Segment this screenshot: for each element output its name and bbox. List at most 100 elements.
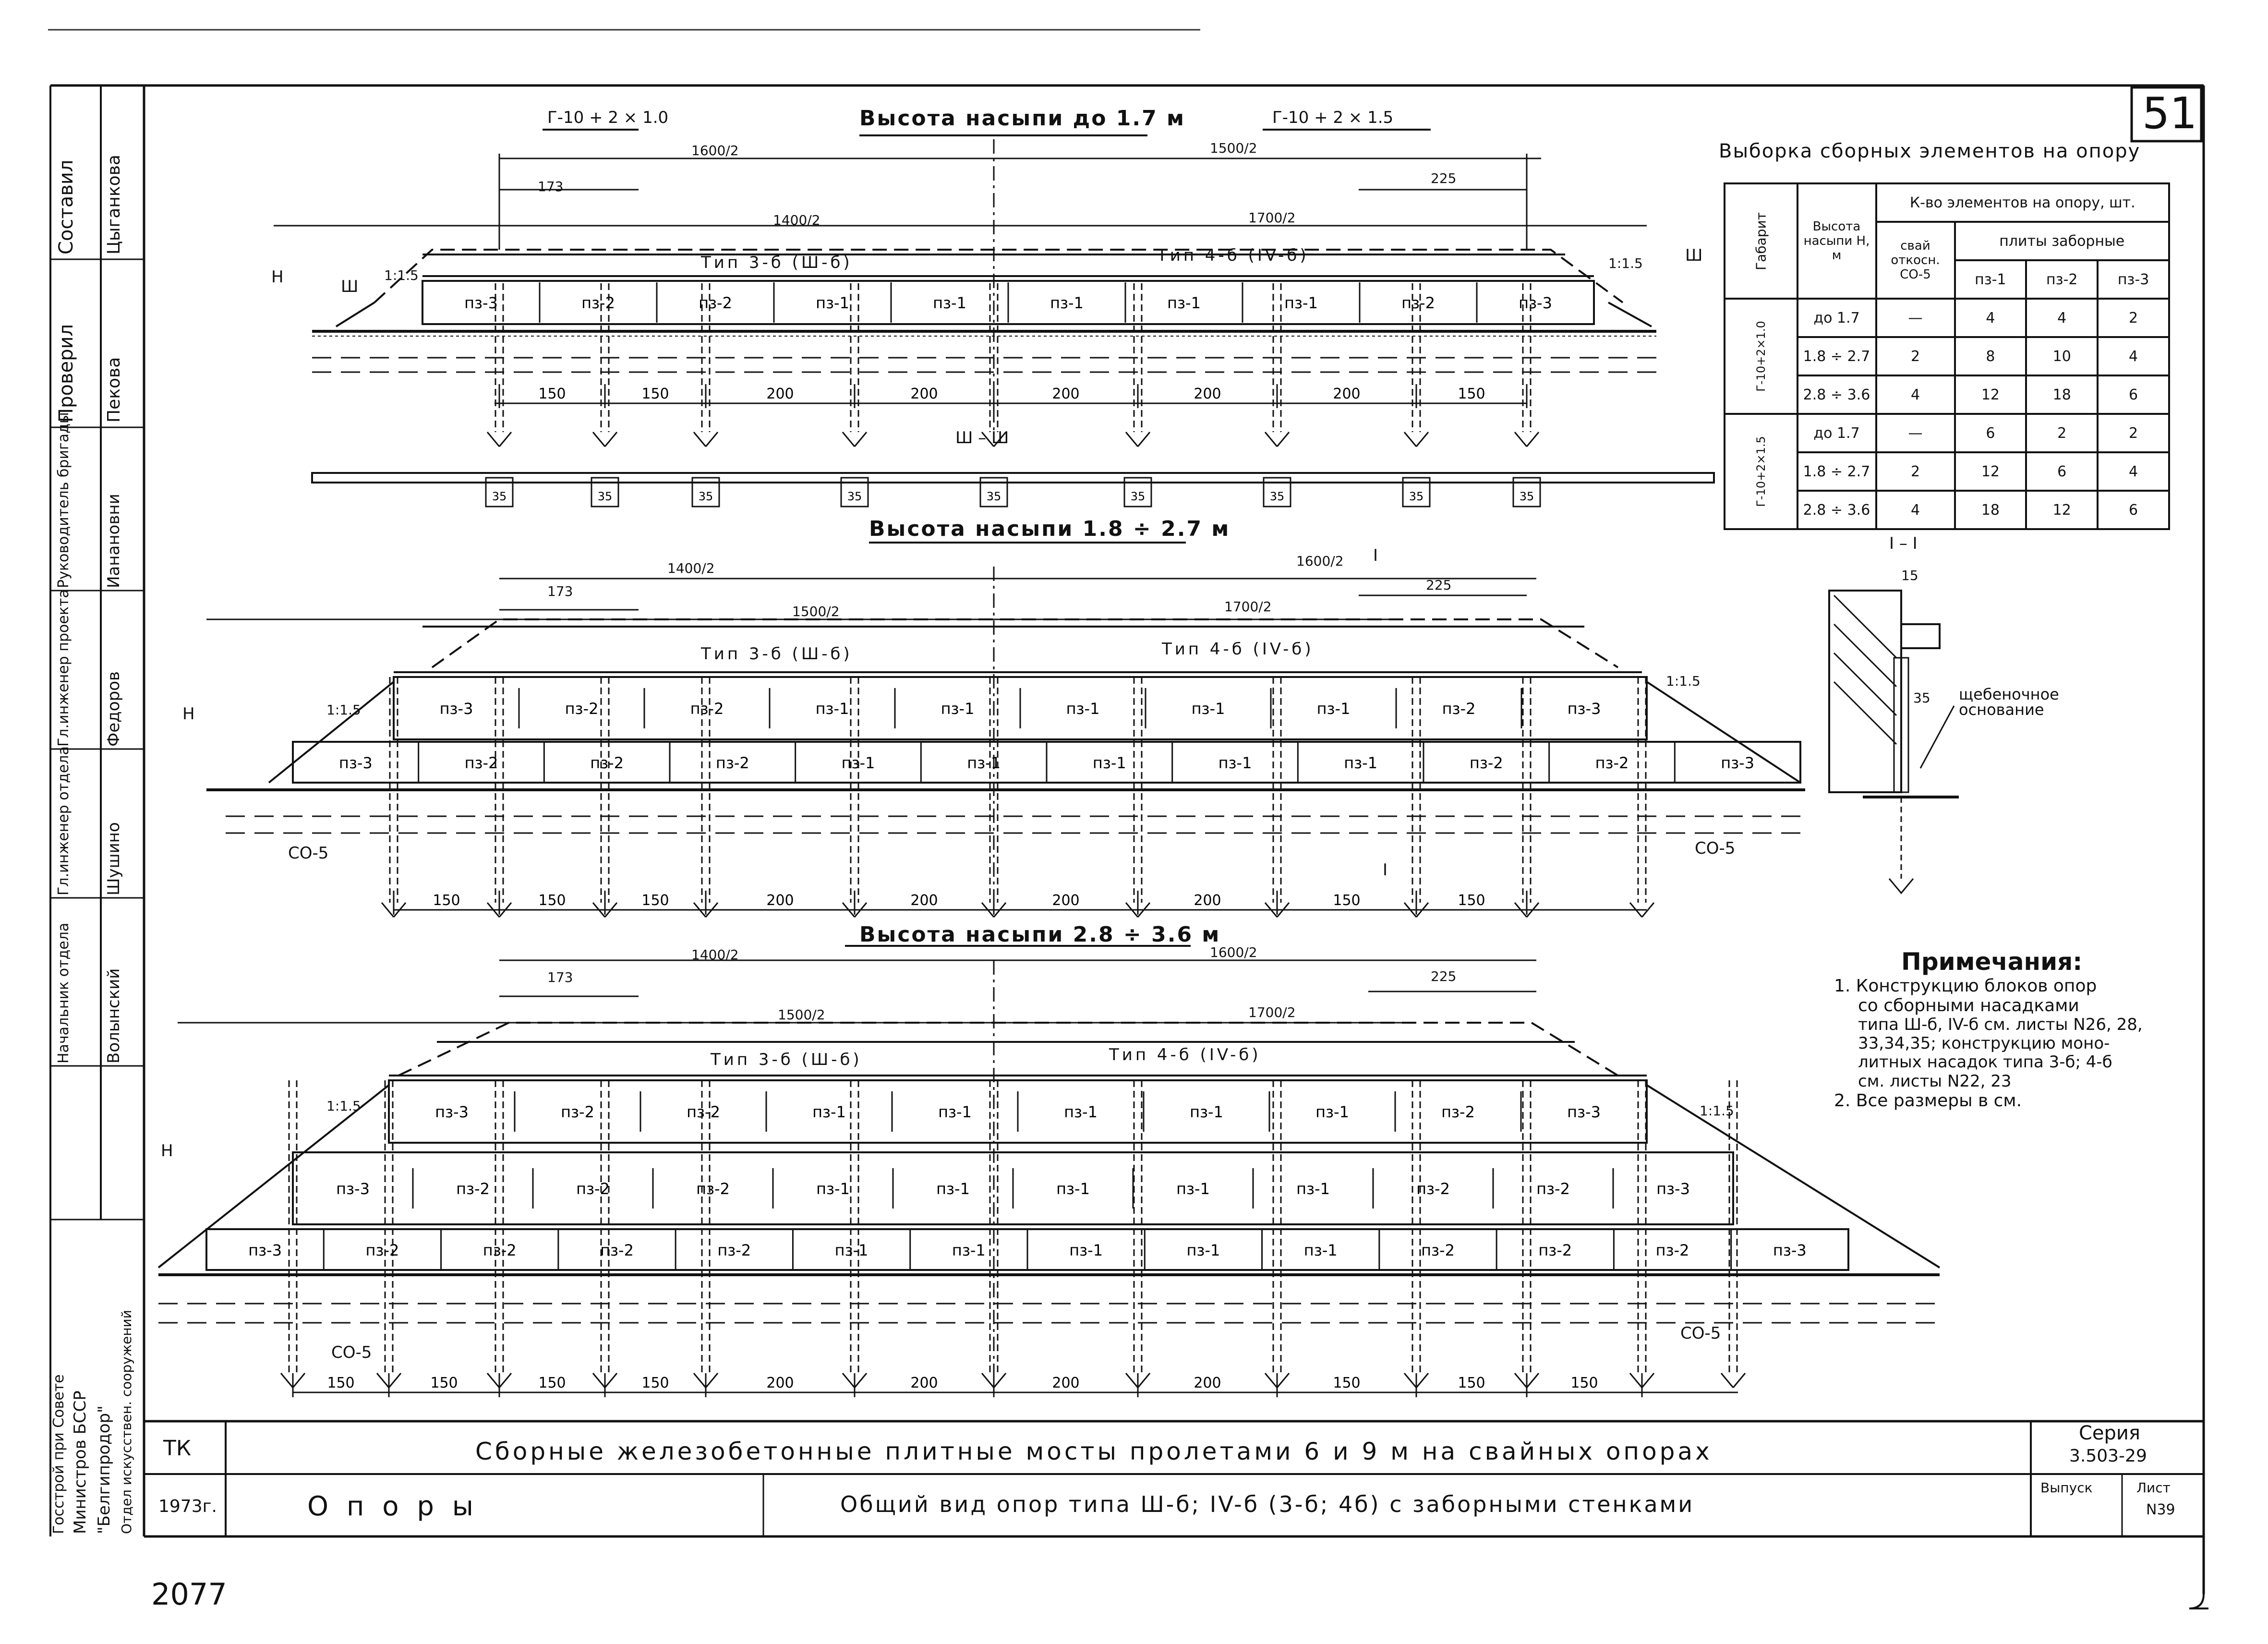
col-count-header: К-во элементов на опору, шт. (1875, 182, 2170, 223)
row-h: 2.8 ÷ 3.6 (1796, 490, 1877, 530)
detail-15: 15 (1901, 568, 1918, 583)
d1-left-half: 1600/2 (691, 143, 739, 158)
plate-label: пз-2 (576, 1180, 610, 1198)
plate-label: пз-3 (1773, 1241, 1807, 1259)
pile-tip (498, 432, 512, 447)
pile-head-label: 35 (492, 490, 507, 503)
pile-tip (1526, 432, 1540, 447)
row-p2: 10 (2025, 336, 2099, 376)
pile-head-label: 35 (598, 490, 613, 503)
col-pz3: пз-3 (2097, 259, 2170, 300)
d1-slope-right: 1:1.5 (1608, 255, 1643, 271)
role-chief-project: Гл.инженер проекта (55, 589, 72, 747)
plate-label: пз-1 (1296, 1180, 1330, 1198)
row-p2: 2 (2025, 413, 2099, 453)
d3-slope-right: 1:1.5 (1700, 1103, 1734, 1119)
pile-tip (292, 1373, 306, 1388)
d3-left-half: 1400/2 (691, 947, 739, 963)
pile-tip (842, 432, 856, 447)
plate-label: пз-2 (600, 1241, 634, 1259)
pile-tip (854, 902, 868, 918)
pile-tip (1514, 902, 1528, 918)
pile-tip (981, 1373, 995, 1388)
sheet-label: Лист (2136, 1480, 2171, 1496)
pile-tip (1137, 432, 1151, 447)
col-piles-header: свай откосн. СО-5 (1875, 221, 1956, 300)
d1-sec-right: Ш (1685, 246, 1703, 265)
note-line: 1. Конструкцию блоков опор (1834, 976, 2097, 996)
pile-tip (1276, 902, 1290, 918)
plate-label: пз-3 (336, 1180, 370, 1198)
plate-label: пз-2 (1416, 1180, 1450, 1198)
sheet-number: 51 (2142, 88, 2197, 139)
plate-label: пз-1 (1317, 700, 1351, 718)
series-number: 3.503-29 (2069, 1446, 2147, 1466)
pile-tip (1720, 1373, 1734, 1388)
pile-tip (604, 432, 618, 447)
plate-label: пз-2 (565, 700, 599, 718)
pile-tip (1137, 1373, 1151, 1388)
span-dim: 150 (538, 892, 566, 909)
plate-label: пз-1 (816, 1180, 850, 1198)
d1-sec-left: Ш (341, 277, 359, 296)
pile-tip (1264, 902, 1278, 918)
d3-225: 225 (1431, 968, 1457, 984)
pile-tip (1125, 432, 1139, 447)
section-pile-head (1512, 477, 1541, 508)
col-gab-header: Габарит (1724, 182, 1798, 300)
row-piles: 2 (1875, 336, 1956, 376)
row-piles: — (1875, 298, 1956, 338)
detail-label: щебеночное основание (1959, 685, 2059, 719)
span-dim: 150 (1333, 892, 1360, 909)
pile-tip (854, 1373, 868, 1388)
d3-header: Высота насыпи 2.8 ÷ 3.6 м (859, 922, 1221, 947)
note-line: 2. Все размеры в см. (1834, 1090, 2022, 1111)
pile-tip (381, 902, 395, 918)
row-p3: 4 (2097, 336, 2170, 376)
row-piles: 2 (1875, 451, 1956, 492)
name-chief-project: Федоров (104, 671, 123, 747)
role-chief-dept: Гл.инженер отдела (55, 746, 72, 895)
pile-tip (498, 1373, 512, 1388)
d2-left-inner: 1500/2 (792, 604, 840, 619)
note-line: типа Ш-б, IV-б см. листы N26, 28, (1858, 1015, 2143, 1035)
series-label: Серия (2079, 1422, 2140, 1444)
row-h: до 1.7 (1796, 413, 1877, 453)
pile-tip (1125, 1373, 1139, 1388)
pile-tip (993, 432, 1007, 447)
pile-tip (1137, 902, 1151, 918)
plate-label: пз-3 (435, 1103, 469, 1121)
pile-tip (1264, 1373, 1278, 1388)
plate-label: пз-1 (1069, 1241, 1103, 1259)
pile-tip (604, 1373, 618, 1388)
d1-right-inner: 1700/2 (1248, 210, 1296, 226)
role-checked: Проверил (55, 324, 77, 423)
d1-H: H (271, 267, 284, 287)
plate-label: пз-3 (464, 294, 498, 312)
d2-type-left: Тип 3-б (Ш-б) (701, 644, 853, 664)
pile-tip (1403, 432, 1417, 447)
pile-tip (1415, 902, 1429, 918)
gab-2: Г-10+2×1.5 (1724, 413, 1798, 530)
d1-left-inner: 1400/2 (773, 212, 820, 228)
row-p2: 4 (2025, 298, 2099, 338)
d2-header: Высота насыпи 1.8 ÷ 2.7 м (869, 517, 1231, 541)
plate-label: пз-2 (1538, 1241, 1572, 1259)
span-dim: 200 (910, 892, 938, 909)
span-dim: 200 (1194, 1375, 1221, 1391)
pile-head-label: 35 (1520, 490, 1534, 503)
plate-label: пз-1 (1050, 294, 1084, 312)
d1-type-left: Тип 3-б (Ш-б) (701, 253, 853, 272)
name-head-dept: Волынский (104, 968, 123, 1064)
tk-label: ТК (163, 1436, 192, 1461)
d3-pile-left: СО-5 (331, 1343, 372, 1362)
plate-label: пз-3 (339, 754, 373, 772)
plate-label: пз-1 (1167, 294, 1201, 312)
role-head-dept: Начальник отдела (55, 922, 72, 1064)
row-p3: 2 (2097, 298, 2170, 338)
col-pz2: пз-2 (2025, 259, 2099, 300)
notes-title: Примечания: (1901, 948, 2083, 976)
row-p1: 12 (1954, 375, 2027, 415)
pile-head-label: 35 (987, 490, 1001, 503)
d3-slope-left: 1:1.5 (326, 1098, 361, 1114)
